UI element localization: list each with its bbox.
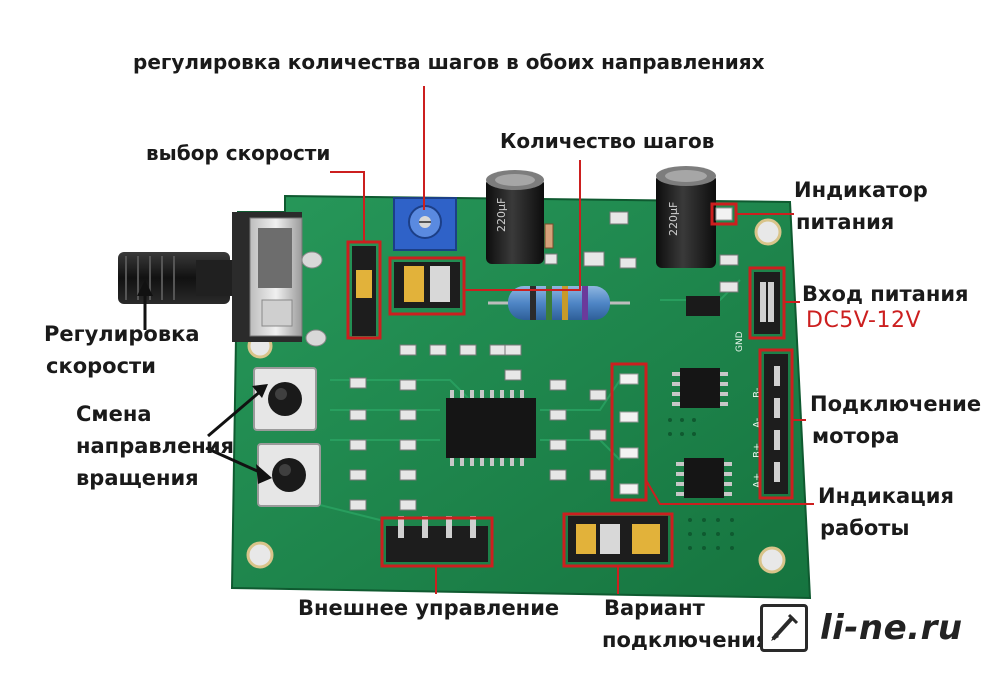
power-resistor <box>488 286 630 320</box>
driver-ic-1 <box>672 368 728 408</box>
pin-label-b-minus: B- <box>752 387 763 398</box>
steps-trimmer <box>393 197 457 251</box>
motor-connector <box>764 354 788 494</box>
pin-label-a-minus: A- <box>752 417 763 428</box>
label-motor-connection-line1: Подключение <box>810 392 982 416</box>
external-control-header <box>386 516 488 562</box>
direction-button-1 <box>253 367 317 431</box>
controller-ic <box>446 390 536 466</box>
label-work-indication-line1: Индикация <box>818 484 954 508</box>
box-work-indicators <box>610 362 648 502</box>
label-steps-adjust: регулировка количества шагов в обоих нап… <box>133 50 765 74</box>
pencil-icon <box>760 604 808 652</box>
pin-label-a-plus: A+ <box>752 473 763 488</box>
speed-select-jumper <box>352 246 376 336</box>
label-direction-line3: вращения <box>76 466 199 490</box>
arrows <box>137 280 272 484</box>
label-work-indication-line2: работы <box>820 516 910 540</box>
box-motor-connector <box>758 348 794 500</box>
watermark: li-ne.ru <box>760 604 963 652</box>
capacitor-1: 220μF <box>486 170 544 264</box>
label-speed-select: выбор скорости <box>146 141 331 165</box>
step-count-jumper <box>394 262 460 308</box>
callout-lines <box>330 86 814 594</box>
label-power-voltage: DC5V-12V <box>806 308 922 333</box>
diode <box>544 223 554 249</box>
smd-components <box>349 211 739 511</box>
power-indicator-led <box>715 207 733 221</box>
label-external-control: Внешнее управление <box>298 596 560 620</box>
driver-ic-2 <box>676 458 732 498</box>
label-step-count: Количество шагов <box>500 129 715 153</box>
work-indicator-leds <box>619 373 639 495</box>
motor-pin-labels: A+ B+ A- B- <box>752 387 763 488</box>
label-speed-adjust-line1: Регулировка <box>44 322 200 346</box>
label-connection-variant-line2: подключения <box>602 628 770 652</box>
direction-button-2 <box>257 443 321 507</box>
gnd-silkscreen: GND <box>735 331 745 352</box>
label-power-input: Вход питания <box>802 282 969 306</box>
label-power-led-line1: Индикатор <box>794 178 928 202</box>
watermark-text: li-ne.ru <box>820 608 963 648</box>
capacitor-2: 220μF <box>656 166 716 268</box>
connection-variant-jumpers <box>568 516 668 562</box>
label-connection-variant-line1: Вариант <box>604 596 705 620</box>
label-power-led-line2: питания <box>796 210 895 234</box>
box-step-count <box>388 256 466 316</box>
regulator-chip <box>686 296 720 316</box>
power-input-connector <box>754 272 780 334</box>
label-direction-line2: направления <box>76 434 235 458</box>
pin-label-b-plus: B+ <box>752 443 763 458</box>
label-motor-connection-line2: мотора <box>812 424 900 448</box>
capacitor-marking-2: 220μF <box>667 202 680 236</box>
label-speed-adjust-line2: скорости <box>46 354 156 378</box>
label-direction-line1: Смена <box>76 402 152 426</box>
capacitor-marking-1: 220μF <box>495 198 508 232</box>
speed-potentiometer <box>118 212 327 347</box>
